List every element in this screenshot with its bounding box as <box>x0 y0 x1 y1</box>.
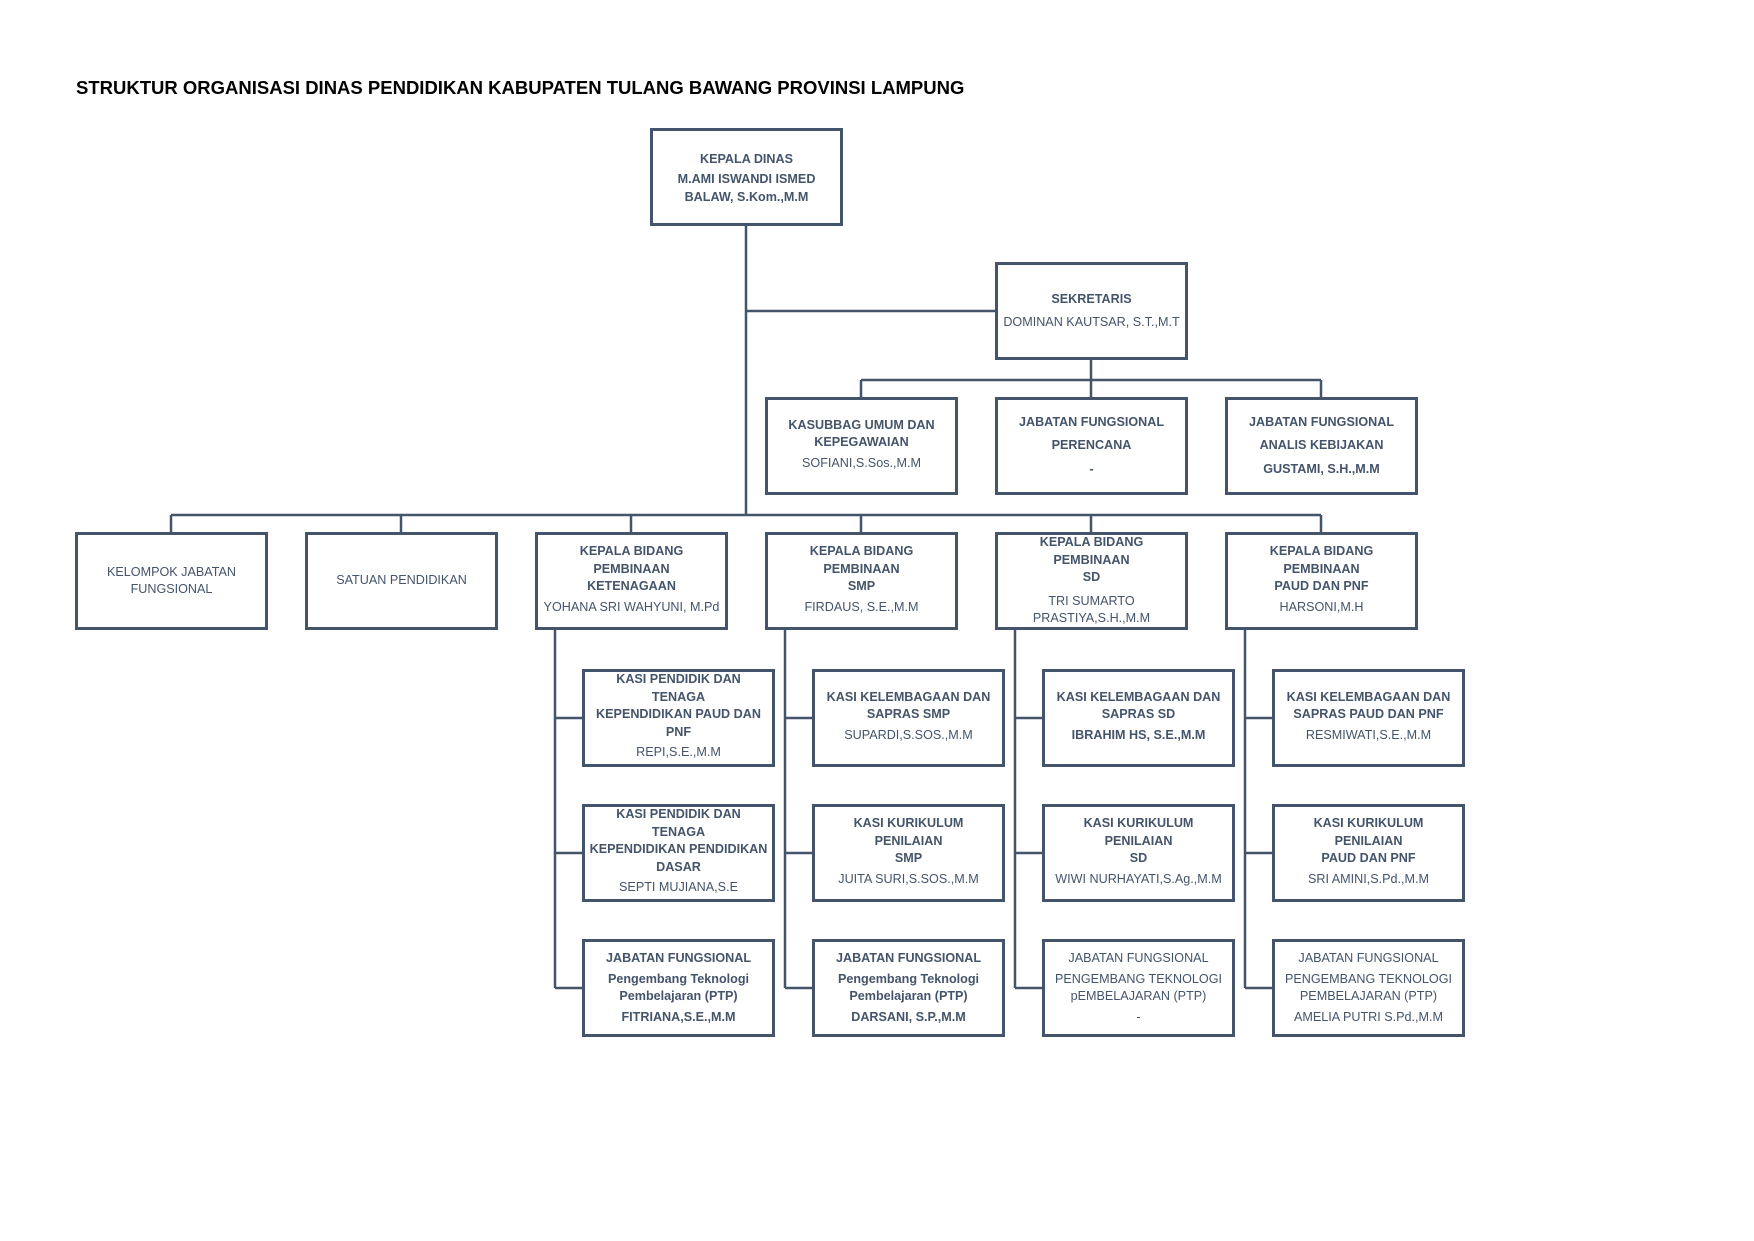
section-title-line1: KASI PENDIDIK DAN TENAGA <box>616 672 741 704</box>
division-head-name-line2: PRASTIYA,S.H.,M.M <box>1032 611 1151 626</box>
section-title-line2: SAPRAS SD <box>1101 707 1176 722</box>
division-head-name-line1: TRI SUMARTO <box>1048 593 1135 608</box>
section-title-line1: KASI KURIKULUM PENILAIAN <box>1313 816 1424 848</box>
unit-title-line1: KASUBBAG UMUM DAN <box>788 417 935 432</box>
section-jf-ptp-paud: JABATAN FUNGSIONAL PENGEMBANG TEKNOLOGI … <box>1272 939 1465 1037</box>
section-title-line1: JABATAN FUNGSIONAL <box>605 951 752 965</box>
section-title-line1: KASI PENDIDIK DAN TENAGA <box>616 807 741 839</box>
section-name: REPI,S.E.,M.M <box>636 745 721 760</box>
section-jf-ptp-sd: JABATAN FUNGSIONAL PENGEMBANG TEKNOLOGI … <box>1042 939 1235 1037</box>
section-title-line1: JABATAN FUNGSIONAL <box>1068 951 1209 965</box>
division-title-line1: KEPALA BIDANG PEMBINAAN <box>1269 544 1374 576</box>
secretary-box: SEKRETARIS DOMINAN KAUTSAR, S.T.,M.T <box>995 262 1188 360</box>
section-title-line1: KASI KURIKULUM PENILAIAN <box>1083 816 1194 848</box>
section-name: WIWI NURHAYATI,S.Ag.,M.M <box>1055 871 1222 886</box>
section-sub-line1: Pengembang Teknologi <box>607 971 750 986</box>
section-sub-line2: pEMBELAJARAN (PTP) <box>1070 989 1207 1003</box>
group-kelompok-jabatan: KELOMPOK JABATAN FUNGSIONAL <box>75 532 268 630</box>
section-title-line1: KASI KELEMBAGAAN DAN <box>826 689 991 704</box>
section-title-line2: KEPENDIDIKAN PAUD DAN <box>596 707 761 722</box>
division-smp: KEPALA BIDANG PEMBINAAN SMP FIRDAUS, S.E… <box>765 532 958 630</box>
division-title-line2: SMP <box>847 579 876 593</box>
secretariat-unit-analis: JABATAN FUNGSIONAL ANALIS KEBIJAKAN GUST… <box>1225 397 1418 495</box>
group-title-line1: KELOMPOK JABATAN <box>107 564 236 579</box>
section-title-line1: KASI KELEMBAGAAN DAN <box>1056 689 1221 704</box>
section-kurikulum-sd: KASI KURIKULUM PENILAIAN SD WIWI NURHAYA… <box>1042 804 1235 902</box>
section-name: AMELIA PUTRI S.Pd.,M.M <box>1293 1009 1444 1024</box>
unit-title-line1: JABATAN FUNGSIONAL <box>1018 414 1165 429</box>
section-title-line1: JABATAN FUNGSIONAL <box>1298 951 1439 965</box>
section-title-line2: SMP <box>894 851 923 865</box>
section-kelembagaan-sd: KASI KELEMBAGAAN DAN SAPRAS SD IBRAHIM H… <box>1042 669 1235 767</box>
unit-name: GUSTAMI, S.H.,M.M <box>1263 461 1380 476</box>
group-title-line2: FUNGSIONAL <box>130 582 213 596</box>
unit-title-line2: PERENCANA <box>1051 438 1132 453</box>
section-name: - <box>1136 1009 1141 1024</box>
page-title: STRUKTUR ORGANISASI DINAS PENDIDIKAN KAB… <box>76 77 965 98</box>
section-title-line3: PNF <box>665 724 692 739</box>
group-title-line1: SATUAN PENDIDIKAN <box>336 573 467 588</box>
section-title-line2: SAPRAS SMP <box>866 707 951 722</box>
division-title-line1: KEPALA BIDANG PEMBINAAN <box>579 544 684 576</box>
unit-title-line1: JABATAN FUNGSIONAL <box>1248 414 1395 429</box>
division-ketenagaan: KEPALA BIDANG PEMBINAAN KETENAGAAN YOHAN… <box>535 532 728 630</box>
section-sub-line1: PENGEMBANG TEKNOLOGI <box>1284 971 1453 986</box>
group-satuan-pendidikan: SATUAN PENDIDIKAN <box>305 532 498 630</box>
section-title-line1: KASI KURIKULUM PENILAIAN <box>853 816 964 848</box>
section-kelembagaan-paud: KASI KELEMBAGAAN DAN SAPRAS PAUD DAN PNF… <box>1272 669 1465 767</box>
division-title-line2: SD <box>1082 570 1101 585</box>
secretariat-unit-perencana: JABATAN FUNGSIONAL PERENCANA - <box>995 397 1188 495</box>
division-paud-pnf: KEPALA BIDANG PEMBINAAN PAUD DAN PNF HAR… <box>1225 532 1418 630</box>
section-ptk-dasar: KASI PENDIDIK DAN TENAGA KEPENDIDIKAN PE… <box>582 804 775 902</box>
section-name: SEPTI MUJIANA,S.E <box>619 880 738 895</box>
division-head-name: FIRDAUS, S.E.,M.M <box>804 599 919 614</box>
section-title-line2: KEPENDIDIKAN PENDIDIKAN <box>589 842 768 857</box>
division-head-name: YOHANA SRI WAHYUNI, M.Pd <box>543 599 720 614</box>
division-title-line2: PAUD DAN PNF <box>1274 579 1369 593</box>
secretary-role: SEKRETARIS <box>1051 291 1132 306</box>
section-title-line3: DASAR <box>656 859 701 874</box>
head-name-line1: M.AMI ISWANDI ISMED <box>677 172 816 187</box>
section-name: IBRAHIM HS, S.E.,M.M <box>1071 727 1206 742</box>
division-sd: KEPALA BIDANG PEMBINAAN SD TRI SUMARTO P… <box>995 532 1188 630</box>
unit-name: SOFIANI,S.Sos.,M.M <box>802 455 921 470</box>
section-name: FITRIANA,S.E.,M.M <box>621 1009 736 1024</box>
section-sub-line2: Pembelajaran (PTP) <box>619 989 738 1003</box>
section-name: DARSANI, S.P.,M.M <box>851 1009 966 1024</box>
unit-name: - <box>1089 461 1094 476</box>
section-title-line1: JABATAN FUNGSIONAL <box>835 951 982 965</box>
division-title-line1: KEPALA BIDANG PEMBINAAN <box>809 544 914 576</box>
section-sub-line1: PENGEMBANG TEKNOLOGI <box>1054 971 1223 986</box>
section-kurikulum-smp: KASI KURIKULUM PENILAIAN SMP JUITA SURI,… <box>812 804 1005 902</box>
section-kurikulum-paud: KASI KURIKULUM PENILAIAN PAUD DAN PNF SR… <box>1272 804 1465 902</box>
secretary-name: DOMINAN KAUTSAR, S.T.,M.T <box>1003 315 1180 329</box>
section-ptk-paud-pnf: KASI PENDIDIK DAN TENAGA KEPENDIDIKAN PA… <box>582 669 775 767</box>
head-box: KEPALA DINAS M.AMI ISWANDI ISMED BALAW, … <box>650 128 843 226</box>
section-sub-line2: Pembelajaran (PTP) <box>849 989 968 1003</box>
division-head-name: HARSONI,M.H <box>1279 599 1364 614</box>
division-title-line2: KETENAGAAN <box>587 579 676 593</box>
section-jf-ptp-ketenagaan: JABATAN FUNGSIONAL Pengembang Teknologi … <box>582 939 775 1037</box>
section-name: RESMIWATI,S.E.,M.M <box>1305 727 1432 742</box>
division-title-line1: KEPALA BIDANG PEMBINAAN <box>1039 535 1144 567</box>
secretariat-unit-umum: KASUBBAG UMUM DAN KEPEGAWAIAN SOFIANI,S.… <box>765 397 958 495</box>
section-name: JUITA SURI,S.SOS.,M.M <box>838 871 979 886</box>
section-title-line2: SAPRAS PAUD DAN PNF <box>1293 707 1444 722</box>
head-role: KEPALA DINAS <box>699 151 794 166</box>
section-sub-line1: Pengembang Teknologi <box>837 971 980 986</box>
unit-title-line2: ANALIS KEBIJAKAN <box>1259 438 1384 453</box>
section-jf-ptp-smp: JABATAN FUNGSIONAL Pengembang Teknologi … <box>812 939 1005 1037</box>
section-kelembagaan-smp: KASI KELEMBAGAAN DAN SAPRAS SMP SUPARDI,… <box>812 669 1005 767</box>
section-name: SUPARDI,S.SOS.,M.M <box>844 727 973 742</box>
unit-title-line2: KEPEGAWAIAN <box>814 435 909 450</box>
section-sub-line2: PEMBELAJARAN (PTP) <box>1299 989 1438 1003</box>
section-title-line1: KASI KELEMBAGAAN DAN <box>1286 689 1451 704</box>
section-title-line2: PAUD DAN PNF <box>1321 851 1416 865</box>
section-title-line2: SD <box>1129 851 1148 865</box>
head-name-line2: BALAW, S.Kom.,M.M <box>684 189 809 204</box>
section-name: SRI AMINI,S.Pd.,M.M <box>1307 871 1430 886</box>
